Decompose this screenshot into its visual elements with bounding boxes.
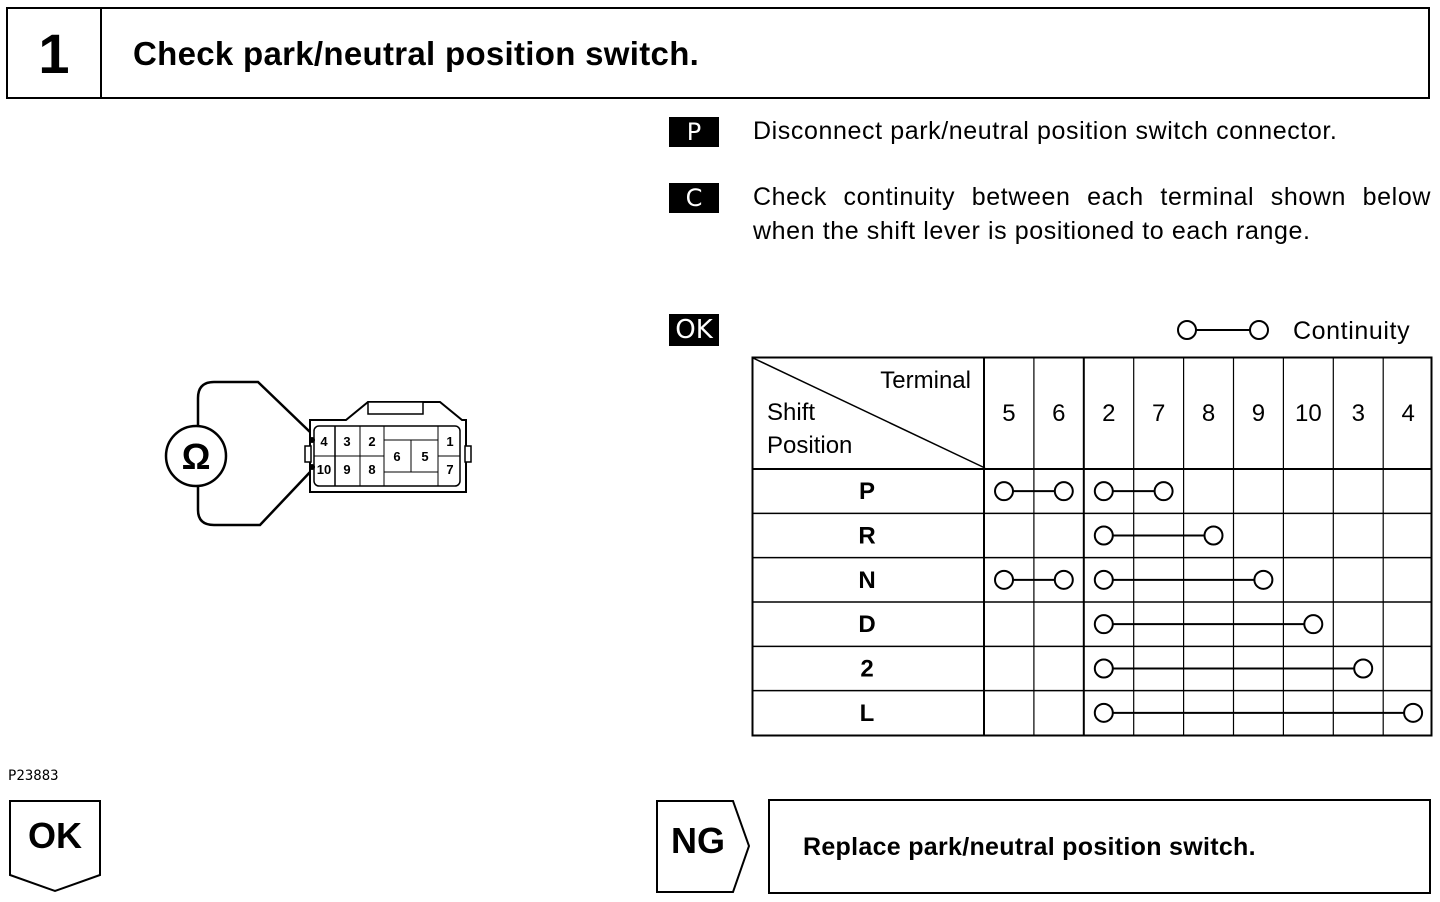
pin-label: 10 [317, 462, 331, 477]
shift-position-label: D [858, 611, 875, 638]
pin-label: 9 [343, 462, 350, 477]
continuity-terminal-marker [1403, 702, 1424, 723]
continuity-terminal-marker [1153, 481, 1174, 502]
shift-position-label: L [860, 700, 875, 727]
continuity-terminal-marker [1053, 481, 1074, 502]
meter-lead-top [196, 380, 311, 442]
connector-lock-tab [367, 401, 424, 415]
connector-diagram: Ω 4 3 2 1 10 9 8 7 6 5 [164, 380, 472, 527]
shift-position-label: N [858, 567, 875, 594]
shift-position-label: P [859, 478, 875, 505]
continuity-terminal-marker [1093, 658, 1114, 679]
pin-label: 5 [421, 449, 428, 464]
continuity-terminal-marker [1253, 569, 1274, 590]
ok-result-label: OK [28, 815, 82, 856]
svg-text:Ω: Ω [182, 436, 211, 477]
terminal-header: 6 [1052, 400, 1065, 427]
procedure-tag-ok: OK [669, 314, 719, 346]
switch-connector: 4 3 2 1 10 9 8 7 6 5 [304, 401, 472, 493]
continuity-terminal-marker [994, 569, 1014, 590]
terminal-header: 3 [1352, 400, 1365, 427]
shift-position-label: 2 [860, 656, 873, 683]
table-corner-position-label: Position [767, 432, 852, 459]
ng-result-label: NG [671, 820, 725, 861]
pin-label: 2 [368, 434, 375, 449]
continuity-legend: Continuity [1175, 314, 1433, 348]
meter-lead-bottom [196, 469, 313, 527]
step-title: Check park/neutral position switch. [133, 35, 700, 72]
table-frame [751, 356, 1433, 737]
instruction-check-continuity: Check continuity between each terminal s… [753, 183, 1431, 245]
pin-label: 1 [446, 434, 453, 449]
pin-label: 6 [393, 449, 400, 464]
procedure-tag-p: P [669, 117, 719, 147]
table-corner-terminal-label: Terminal [880, 367, 971, 394]
continuity-terminal-marker [1093, 614, 1114, 635]
ohmmeter-icon: Ω [164, 424, 228, 488]
table-corner-shift-label: Shift [767, 399, 815, 426]
continuity-terminal-marker [994, 481, 1014, 502]
terminal-header: 2 [1102, 400, 1115, 427]
ng-action-box: Replace park/neutral position switch. [768, 799, 1431, 894]
terminal-header: 8 [1202, 400, 1215, 427]
terminal-header: 5 [1002, 400, 1015, 427]
continuity-terminal-marker [1203, 525, 1224, 546]
pin-label: 7 [446, 462, 453, 477]
ok-result-badge-icon [9, 800, 101, 893]
terminal-header: 10 [1295, 400, 1322, 427]
terminal-header: 4 [1401, 400, 1414, 427]
terminal-header: 9 [1252, 400, 1265, 427]
continuity-symbol-icon [1177, 320, 1269, 340]
shift-position-label: R [858, 523, 875, 550]
instruction-disconnect: Disconnect park/neutral position switch … [753, 117, 1338, 145]
terminal-header: 7 [1152, 400, 1165, 427]
step-header: 1 Check park/neutral position switch. [6, 7, 1430, 99]
step-number: 1 [8, 9, 102, 97]
continuity-terminal-marker [1093, 702, 1114, 723]
ng-result-badge-icon [656, 800, 751, 893]
table-corner-diagonal [752, 357, 986, 469]
figure-code: P23883 [8, 768, 59, 784]
continuity-terminal-marker [1303, 614, 1324, 635]
pin-label: 3 [343, 434, 350, 449]
continuity-terminal-marker [1093, 569, 1114, 590]
continuity-terminal-marker [1353, 658, 1374, 679]
continuity-legend-label: Continuity [1293, 317, 1411, 345]
pin-label: 4 [320, 434, 328, 449]
continuity-terminal-marker [1093, 525, 1114, 546]
procedure-tag-c: C [669, 183, 719, 213]
pin-label: 8 [368, 462, 375, 477]
continuity-terminal-marker [1093, 481, 1114, 502]
ng-action-text: Replace park/neutral position switch. [803, 833, 1256, 861]
continuity-terminal-marker [1053, 569, 1074, 590]
